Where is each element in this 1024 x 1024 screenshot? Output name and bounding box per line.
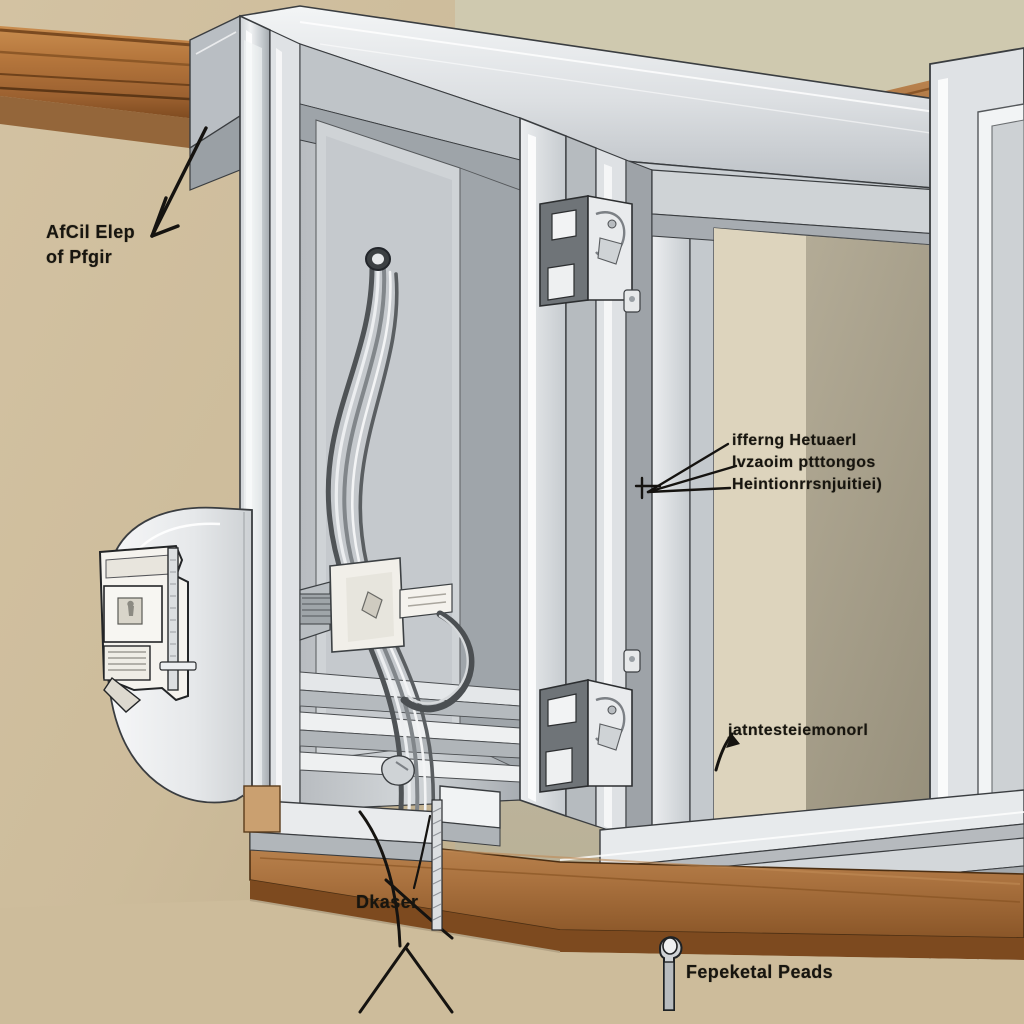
door-edge-detail (98, 544, 197, 713)
callout-top-left: AfCil Elep of Pfgir (46, 222, 135, 268)
lower-cabinet-front (0, 899, 1024, 1024)
drawer-box (243, 755, 501, 863)
hinge-upper (539, 195, 641, 313)
outer-door-slab-right (929, 47, 1024, 1024)
callout-top-left-line-1: AfCil Elep (46, 222, 136, 242)
wood-sill (249, 827, 1024, 960)
callout-top-left-line-2: of Pfgir (46, 247, 113, 267)
callout-mid-right-line-2: lvzaoim ptttongos (732, 454, 876, 471)
callout-lower-right-line-1: jatntesteiemonorl (728, 722, 869, 739)
callout-bottom-left: Dkaser (356, 892, 418, 913)
callout-bottom-left-line-1: Dkaser (356, 892, 419, 912)
centre-mullion (519, 116, 653, 847)
fastener-pictogram (658, 936, 683, 1011)
callout-bottom-center-line-1: Fepeketal Peads (686, 962, 834, 982)
callout-mid-right: ifferng Hetuaerl lvzaoim ptttongos Heint… (732, 432, 882, 494)
callout-mid-right-line-1: ifferng Hetuaerl (732, 432, 857, 449)
callout-bottom-center: Fepeketal Peads (686, 962, 833, 983)
screw-thread-detail (431, 799, 443, 931)
hinge-lower (539, 649, 641, 793)
callout-lower-right: jatntesteiemonorl (728, 722, 868, 740)
callout-leaders (150, 126, 740, 1014)
latch-mechanism (299, 557, 475, 713)
callout-mid-right-line-3: Heintionrrsnjuitiei) (732, 476, 883, 493)
grommet-icon (365, 247, 391, 271)
cabinet-left-return (189, 14, 241, 191)
